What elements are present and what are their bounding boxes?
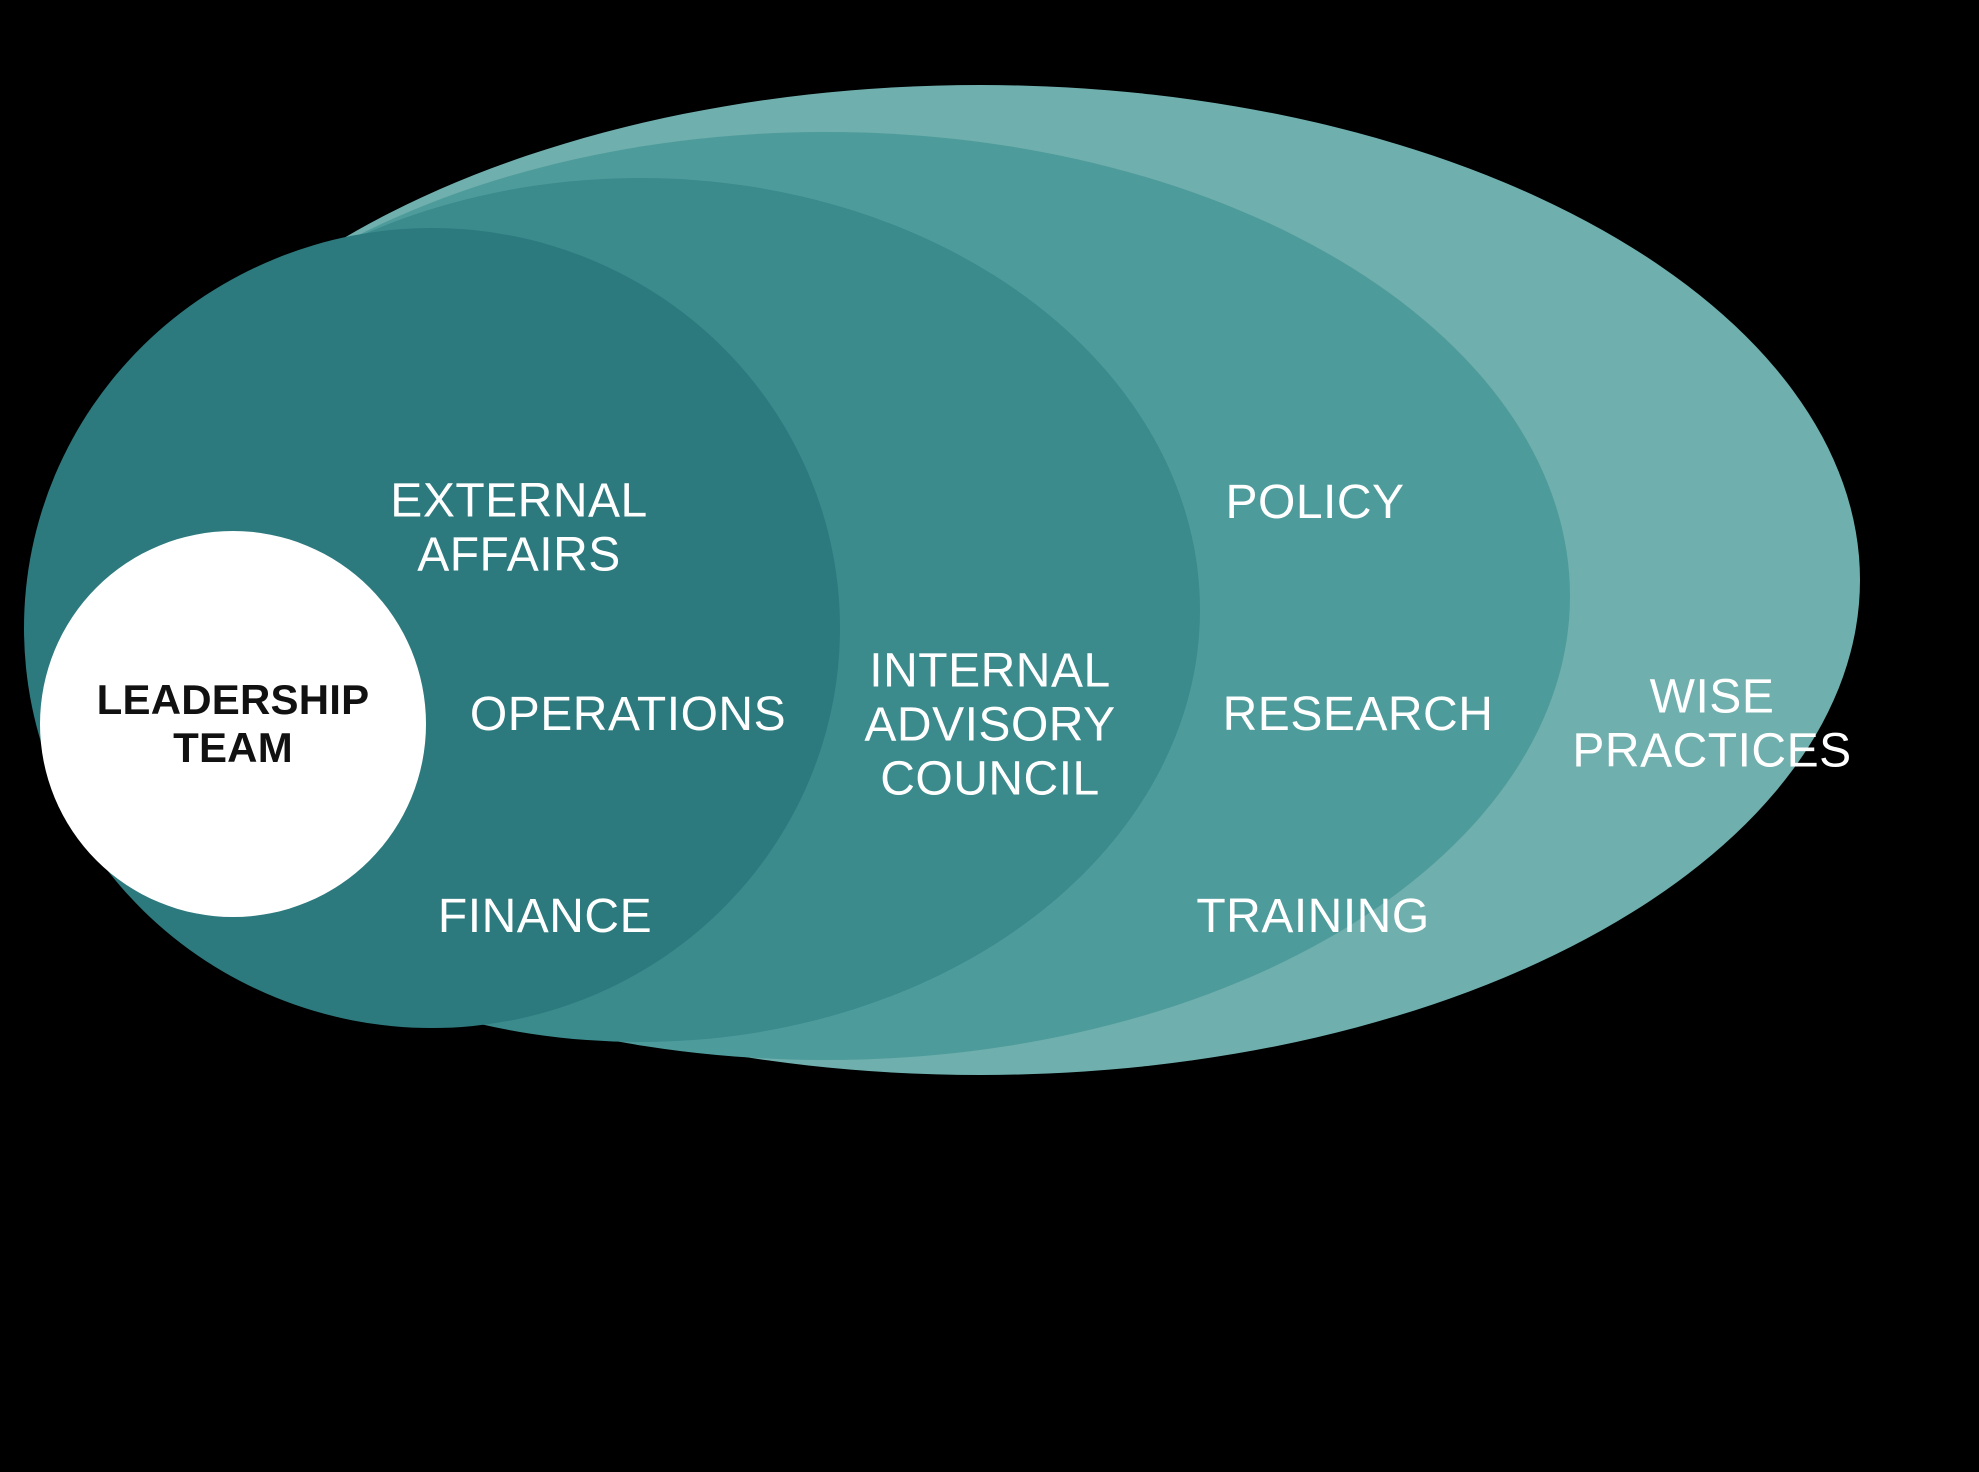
training-label: TRAINING bbox=[1196, 890, 1430, 944]
research-label: RESEARCH bbox=[1222, 688, 1494, 742]
leadership-team-label: LEADERSHIP TEAM bbox=[96, 676, 370, 771]
wise-practices-label: WISE PRACTICES bbox=[1572, 670, 1852, 777]
policy-label: POLICY bbox=[1225, 476, 1405, 530]
external-affairs-label: EXTERNAL AFFAIRS bbox=[390, 474, 648, 581]
core-circle-leadership-team[interactable] bbox=[40, 531, 426, 917]
operations-label: OPERATIONS bbox=[469, 688, 787, 742]
finance-label: FINANCE bbox=[437, 890, 653, 944]
internal-advisory-council-label: INTERNAL ADVISORY COUNCIL bbox=[864, 644, 1116, 805]
